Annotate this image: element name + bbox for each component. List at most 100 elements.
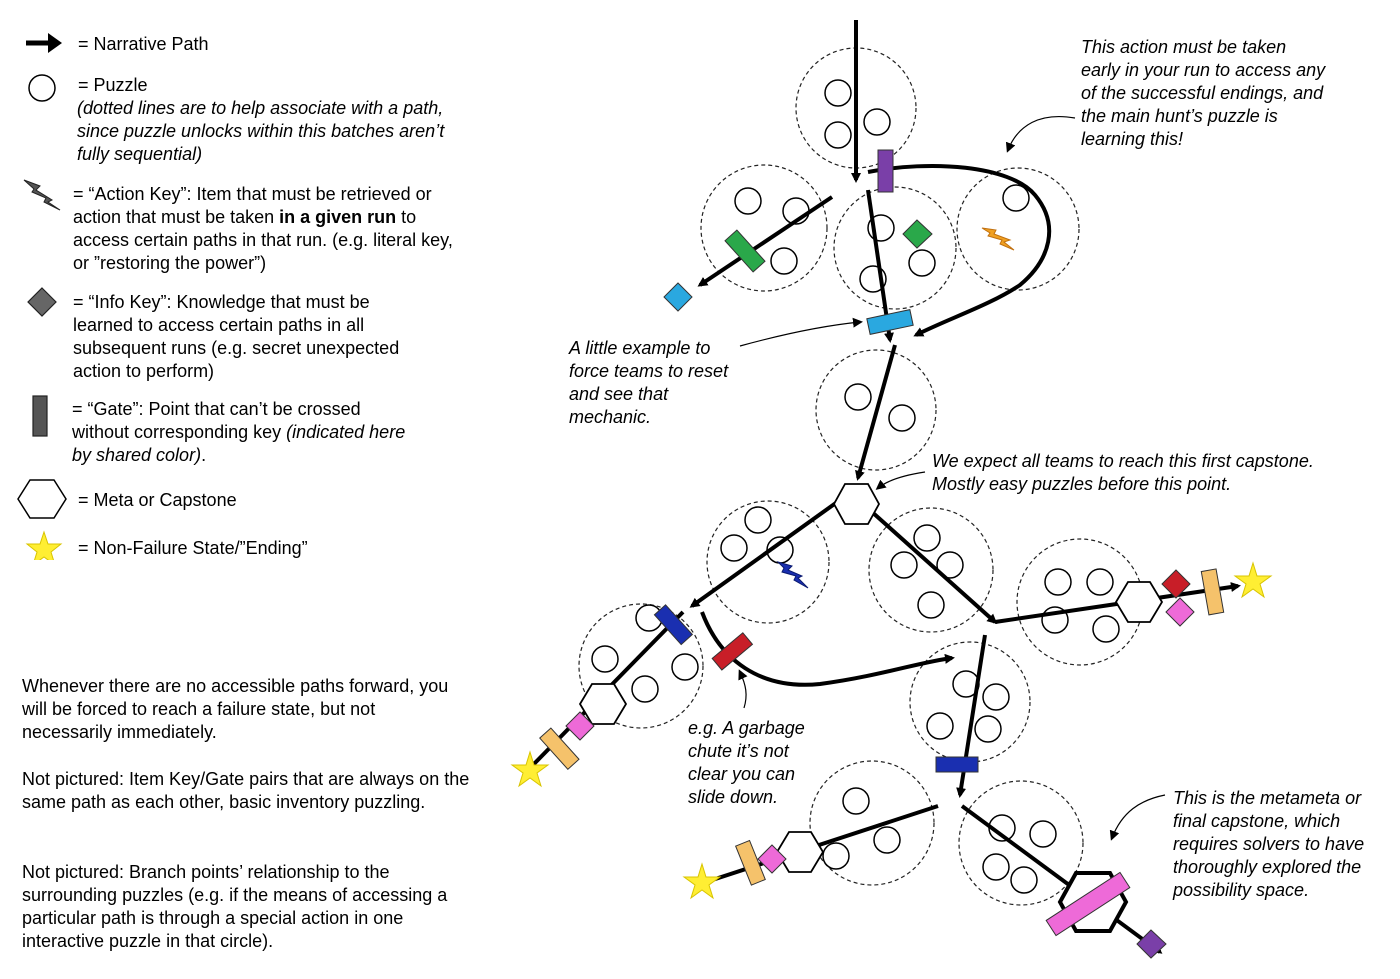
legend-gate-italic: (indicated here by shared color) xyxy=(72,422,406,465)
legend-gate-suffix: . xyxy=(201,445,207,465)
action-keys xyxy=(776,227,1015,589)
legend-meta: = Meta or Capstone xyxy=(78,489,237,512)
annotation-first-capstone: We expect all teams to reach this first … xyxy=(932,451,1314,494)
legend-ending: = Non-Failure State/”Ending” xyxy=(78,537,308,560)
puzzle-circle xyxy=(770,247,798,275)
puzzle-circle-icon xyxy=(28,74,56,102)
puzzle-circle xyxy=(842,787,870,815)
ending-star-icon xyxy=(25,530,63,560)
legend-icons xyxy=(17,33,67,560)
cluster-center-low xyxy=(909,641,1031,763)
puzzle-circle xyxy=(926,712,954,740)
path-capstone-left xyxy=(689,498,842,608)
pointer-garbage-chute xyxy=(738,669,748,709)
gate-gold-right xyxy=(1200,568,1225,616)
path-loop-right xyxy=(867,164,1052,337)
narrative-path-arrow-icon xyxy=(26,33,62,53)
cluster-bottom-left xyxy=(809,760,935,886)
puzzle-circle xyxy=(890,551,918,579)
legend-action-key: = “Action Key”: Item that must be retrie… xyxy=(73,183,463,275)
path-capstone-right xyxy=(870,510,998,624)
legend-action-key-prefix: = “Action Key”: Item that must be retrie… xyxy=(73,184,432,227)
puzzle-circle xyxy=(1092,615,1120,643)
puzzle-circle xyxy=(873,826,901,854)
gate-bar-icon xyxy=(32,395,48,437)
puzzle-circle xyxy=(824,121,852,149)
pointer-metameta xyxy=(1109,794,1166,841)
meta-left-hexagon xyxy=(578,683,628,725)
annotation-reset-example: A little example to force teams to reset… xyxy=(569,338,729,427)
legend-ending-label: = Non-Failure State/”Ending” xyxy=(78,538,308,558)
puzzle-circle xyxy=(908,249,936,277)
puzzle-circle xyxy=(1029,820,1057,848)
narrative-paths xyxy=(527,20,1241,954)
puzzle-circle xyxy=(822,842,850,870)
annotation-action-early: This action must be taken early in your … xyxy=(1081,37,1326,149)
gate-gold-left xyxy=(539,727,580,770)
gate-red xyxy=(711,632,754,671)
path-left-upper xyxy=(697,195,834,287)
meta-right-hexagon xyxy=(1114,581,1164,623)
action-key-orange-bolt-icon xyxy=(981,227,1015,251)
info-key-red-diamond xyxy=(1161,569,1191,599)
gate-gold-bottom xyxy=(734,839,766,886)
puzzle-circle xyxy=(844,383,872,411)
legend-puzzle-note: (dotted lines are to help associate with… xyxy=(77,98,445,164)
path-bottom-right xyxy=(960,804,1163,954)
info-key-pink-diamond-left xyxy=(565,711,595,741)
puzzle-circle xyxy=(1010,866,1038,894)
info-key-diamond-icon xyxy=(27,287,57,317)
annotation-garbage-chute: e.g. A garbage chute it’s not clear you … xyxy=(688,718,805,807)
info-key-light-blue-diamond xyxy=(663,282,693,312)
annotation-pointers xyxy=(738,116,1166,841)
legend-puzzle-label: = Puzzle xyxy=(78,75,148,95)
info-key-green-diamond xyxy=(902,219,933,249)
puzzle-circle xyxy=(824,79,852,107)
path-to-capstone-1 xyxy=(855,344,897,481)
legend-info-key: = “Info Key”: Knowledge that must be lea… xyxy=(73,292,400,381)
gate-purple xyxy=(877,149,894,193)
cluster-left-low xyxy=(578,603,704,729)
cluster-left-mid xyxy=(706,500,830,624)
puzzle-circle xyxy=(888,404,916,432)
legend-narrative-path: = Narrative Path xyxy=(78,33,209,56)
ending-star-left xyxy=(510,750,550,788)
capstone-first-hexagon xyxy=(832,483,881,525)
cluster-center-upper xyxy=(833,186,957,310)
puzzle-circle xyxy=(671,653,699,681)
gate-green xyxy=(724,229,766,273)
note-not-pictured-2: Not pictured: Branch points’ relationshi… xyxy=(22,862,448,951)
gate-dark-blue-center xyxy=(935,756,979,773)
puzzle-circle xyxy=(1086,568,1114,596)
puzzle-circle xyxy=(982,853,1010,881)
puzzle-circle xyxy=(744,506,772,534)
pointer-action-early xyxy=(1005,116,1076,153)
puzzle-circle xyxy=(1044,568,1072,596)
endings xyxy=(510,561,1273,900)
puzzle-circle xyxy=(591,645,619,673)
legend-gate: = “Gate”: Point that can’t be crossed wi… xyxy=(72,398,407,467)
puzzle-circle xyxy=(863,108,891,136)
puzzle-circle xyxy=(982,683,1010,711)
puzzle-circle xyxy=(913,524,941,552)
legend-narrative-path-label: = Narrative Path xyxy=(78,34,209,54)
capstones xyxy=(578,483,1164,933)
cluster-bottom-right xyxy=(958,780,1084,906)
pointer-first-capstone xyxy=(875,471,926,490)
cluster-right-upper xyxy=(956,167,1080,291)
puzzle-clusters xyxy=(578,47,1144,906)
ending-star-bottom xyxy=(682,862,722,900)
legend-action-key-suffix: to access certain paths in that run. (e.… xyxy=(73,207,453,273)
puzzle-circle xyxy=(631,675,659,703)
pointer-reset-example xyxy=(739,317,863,347)
cluster-right-mid xyxy=(868,507,994,633)
annotation-metameta: This is the metameta or final capstone, … xyxy=(1173,788,1365,900)
action-key-blue-bolt-icon xyxy=(776,560,809,589)
gate-pink-metameta xyxy=(1045,871,1131,937)
info-key-purple-diamond xyxy=(1136,929,1167,959)
note-failure: Whenever there are no accessible paths f… xyxy=(22,676,449,742)
cluster-left-upper xyxy=(700,164,828,292)
meta-hexagon-icon xyxy=(17,479,67,519)
action-key-bolt-icon xyxy=(23,179,61,211)
